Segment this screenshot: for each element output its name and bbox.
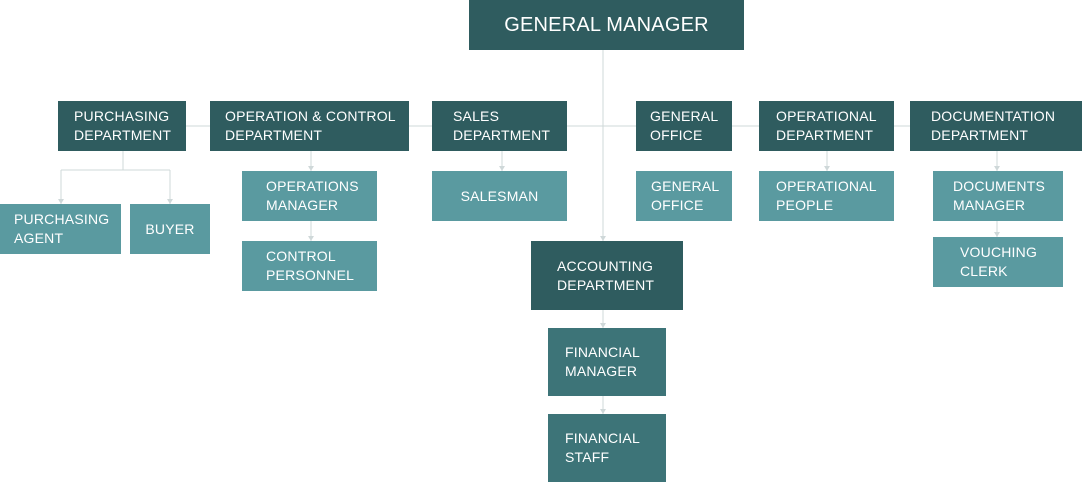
operation-control-department-line1: OPERATION & CONTROL <box>225 108 396 124</box>
accounting-department-line2: DEPARTMENT <box>557 276 655 293</box>
purchasing-department-box: PURCHASING DEPARTMENT <box>58 101 186 151</box>
general-office-department-line2: OFFICE <box>650 127 703 143</box>
financial-staff-box: FINANCIAL STAFF <box>548 414 666 482</box>
purchasing-department-line2: DEPARTMENT <box>74 127 172 143</box>
operational-department-box: OPERATIONAL DEPARTMENT <box>759 101 894 151</box>
buyer-box: BUYER <box>130 204 210 254</box>
general-office-department-box: GENERAL OFFICE <box>636 101 732 151</box>
operations-manager-line2: MANAGER <box>266 197 339 213</box>
financial-manager-line1: FINANCIAL <box>565 344 640 360</box>
arrow-to-accounting <box>600 236 606 241</box>
purchasing-agent-line2: AGENT <box>14 230 64 246</box>
vouching-clerk-line1: VOUCHING <box>960 244 1038 260</box>
sales-department-line2: DEPARTMENT <box>453 127 551 143</box>
vouching-clerk-line2: CLERK <box>960 263 1008 279</box>
financial-manager-box: FINANCIAL MANAGER <box>548 328 666 396</box>
salesman-box: SALESMAN <box>432 171 567 221</box>
general-office-staff-line2: OFFICE <box>651 197 704 213</box>
control-personnel-line2: PERSONNEL <box>266 267 355 283</box>
documentation-department-box: DOCUMENTATION DEPARTMENT <box>910 101 1082 151</box>
sales-department-line1: SALES <box>453 108 500 124</box>
general-office-department-line1: GENERAL <box>650 108 719 124</box>
buyer-label: BUYER <box>145 220 195 237</box>
operational-department-line1: OPERATIONAL <box>776 108 877 124</box>
operation-control-department-box: OPERATION & CONTROL DEPARTMENT <box>210 101 409 151</box>
salesman-label: SALESMAN <box>460 187 539 204</box>
purchasing-department-line1: PURCHASING <box>74 108 170 124</box>
documents-manager-line2: MANAGER <box>953 197 1026 213</box>
operational-people-box: OPERATIONAL PEOPLE <box>759 171 894 221</box>
documents-manager-box: DOCUMENTS MANAGER <box>933 171 1063 221</box>
documents-manager-line1: DOCUMENTS <box>953 178 1046 194</box>
purchasing-agent-line1: PURCHASING <box>14 211 110 227</box>
vouching-clerk-box: VOUCHING CLERK <box>933 237 1063 287</box>
operations-manager-line1: OPERATIONS <box>266 178 359 194</box>
operations-manager-box: OPERATIONS MANAGER <box>242 171 377 221</box>
financial-staff-line1: FINANCIAL <box>565 430 640 446</box>
sales-department-box: SALES DEPARTMENT <box>432 101 567 151</box>
purchasing-agent-box: PURCHASING AGENT <box>0 204 121 254</box>
operational-people-line1: OPERATIONAL <box>776 178 877 194</box>
financial-staff-line2: STAFF <box>565 449 610 465</box>
general-manager-box: GENERAL MANAGER <box>469 0 744 50</box>
operational-department-line2: DEPARTMENT <box>776 127 874 143</box>
general-office-staff-box: GENERAL OFFICE <box>636 171 732 221</box>
general-office-staff-line1: GENERAL <box>651 178 720 194</box>
control-personnel-line1: CONTROL <box>266 248 336 264</box>
general-manager-label: GENERAL MANAGER <box>504 14 709 36</box>
accounting-department-box: ACCOUNTING DEPARTMENT <box>531 241 683 310</box>
documentation-department-line1: DOCUMENTATION <box>931 108 1056 124</box>
operational-people-line2: PEOPLE <box>776 197 834 213</box>
control-personnel-box: CONTROL PERSONNEL <box>242 241 377 291</box>
operation-control-department-line2: DEPARTMENT <box>225 127 323 143</box>
accounting-department-line1: ACCOUNTING <box>557 257 654 274</box>
documentation-department-line2: DEPARTMENT <box>931 127 1029 143</box>
financial-manager-line2: MANAGER <box>565 363 638 379</box>
